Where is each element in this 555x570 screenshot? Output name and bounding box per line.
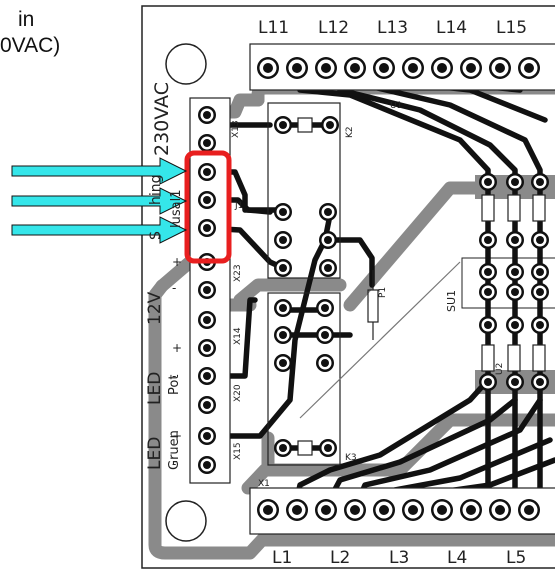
polarity-marks: + - + - + - (172, 255, 182, 471)
label-12v: 12V (145, 291, 165, 325)
label-k2: K2 (345, 126, 355, 138)
label-switch-a: S (148, 231, 164, 240)
annotation-line-1: in (18, 8, 35, 31)
label-led-green-a: LED (145, 437, 165, 470)
bottom-label-l4: L4 (447, 548, 467, 568)
bottom-label-l3: L3 (389, 548, 409, 568)
label-u2: U2 (495, 363, 505, 375)
label-led-pot-b: Pot (167, 375, 182, 395)
top-label-l14: L14 (436, 18, 467, 38)
label-switch-b: hing (148, 174, 164, 205)
label-x23: X23 (233, 264, 243, 282)
label-led-pot-a: LED (145, 372, 165, 405)
svg-text:+: + (172, 341, 182, 355)
label-x20: X20 (233, 384, 243, 402)
top-label-l12: L12 (318, 18, 349, 38)
svg-text:+: + (172, 255, 182, 269)
svg-text:-: - (172, 457, 176, 471)
label-su1: SU1 (445, 290, 458, 312)
mounting-hole-top (165, 43, 207, 85)
svg-text:-: - (172, 281, 176, 295)
arrows (11, 157, 188, 244)
highlight-box (184, 150, 232, 264)
label-k3: K3 (345, 453, 357, 463)
label-led-green-b: Gruen (167, 430, 182, 470)
label-x14: X14 (233, 327, 243, 345)
label-x15: X15 (233, 442, 243, 460)
label-switch-c: lusal1 (169, 190, 184, 228)
arrow-3 (11, 216, 188, 244)
label-u1: U1 (390, 101, 402, 111)
svg-text:-: - (172, 369, 176, 383)
svg-text:+: + (172, 429, 182, 443)
annotation-line-2: 0VAC) (0, 34, 61, 57)
diode-symbols (297, 117, 546, 456)
label-p1: P1 (378, 287, 388, 298)
bottom-label-l1: L1 (272, 548, 292, 568)
top-label-l11: L11 (258, 18, 289, 38)
label-x13: X13 (231, 120, 241, 138)
relay-outlines (267, 102, 461, 466)
arrow-1 (11, 157, 188, 185)
label-230vac: 230VAC (151, 82, 173, 156)
mounting-hole-bottom (165, 500, 207, 542)
top-label-l13: L13 (377, 18, 408, 38)
bottom-label-l5: L5 (506, 548, 526, 568)
top-label-l15: L15 (496, 18, 527, 38)
label-j1: J1 (234, 201, 243, 211)
label-x1: X1 (258, 479, 270, 489)
bottom-label-l2: L2 (330, 548, 350, 568)
arrow-2 (11, 187, 188, 215)
